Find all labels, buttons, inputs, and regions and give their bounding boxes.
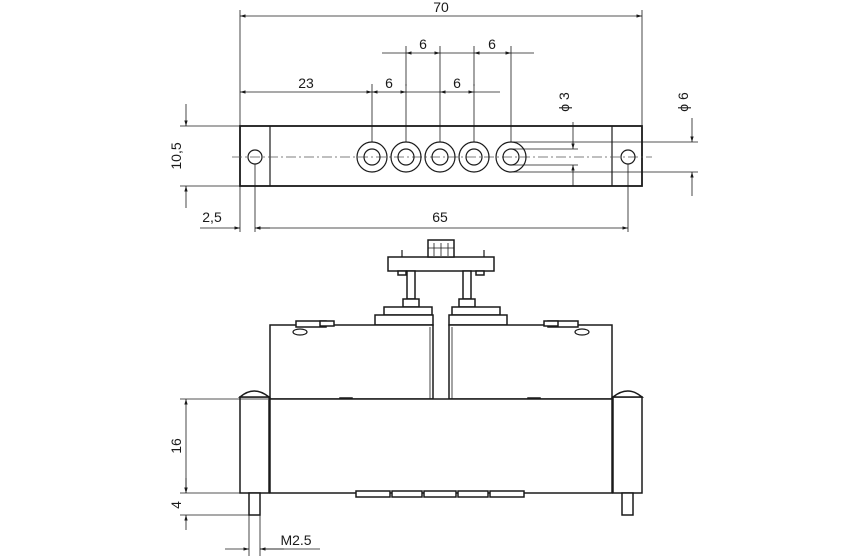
dimension-small-hole: ϕ 3 [556, 92, 575, 186]
top-plate-outline [239, 125, 643, 187]
right-post [448, 270, 508, 326]
dimension-body-height: 16 [168, 398, 268, 494]
dim-text-phi3: ϕ 3 [556, 92, 572, 112]
dimension-pin-length: 4 [168, 478, 260, 530]
dimension-thread: M2.5 [225, 515, 320, 556]
dim-text-4: 4 [168, 501, 184, 509]
front-view [237, 239, 645, 516]
dim-text-16: 16 [168, 438, 184, 454]
connector-board [387, 239, 495, 276]
dim-text-10-5: 10,5 [168, 142, 184, 169]
dimension-left-offset: 23 [240, 75, 373, 142]
dim-text-6: 6 [419, 36, 427, 52]
left-relay-housing [269, 320, 434, 403]
dimension-overall-length: 70 [239, 0, 643, 126]
dimension-plate-height: 10,5 [168, 104, 240, 208]
dim-text-6: 6 [488, 36, 496, 52]
right-standoff [610, 390, 645, 516]
dim-text-65: 65 [432, 209, 448, 225]
dimension-hole-spacing: 2,5 65 [200, 164, 629, 232]
dim-text-6: 6 [385, 75, 393, 91]
left-post [374, 270, 434, 326]
dimension-large-hole: ϕ 6 [675, 92, 694, 196]
dim-text-23: 23 [298, 75, 314, 91]
dim-text-phi6: ϕ 6 [675, 92, 691, 112]
dim-text-70: 70 [433, 0, 449, 15]
right-relay-housing [448, 320, 613, 403]
dim-text-2-5: 2,5 [202, 209, 222, 225]
dimension-pitch-lower: 6 6 [372, 75, 500, 142]
dim-text-m2-5: M2.5 [280, 532, 311, 548]
dimension-pitch-upper: 6 6 [382, 36, 534, 142]
base-body [269, 398, 613, 498]
dim-text-6: 6 [453, 75, 461, 91]
left-standoff [237, 390, 272, 516]
